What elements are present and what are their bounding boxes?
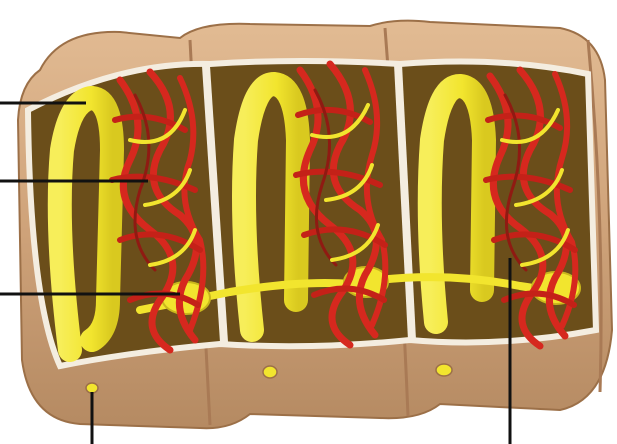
nephridiopore xyxy=(263,366,277,378)
nephridiopore xyxy=(436,364,452,376)
nephridiopore xyxy=(86,383,98,393)
